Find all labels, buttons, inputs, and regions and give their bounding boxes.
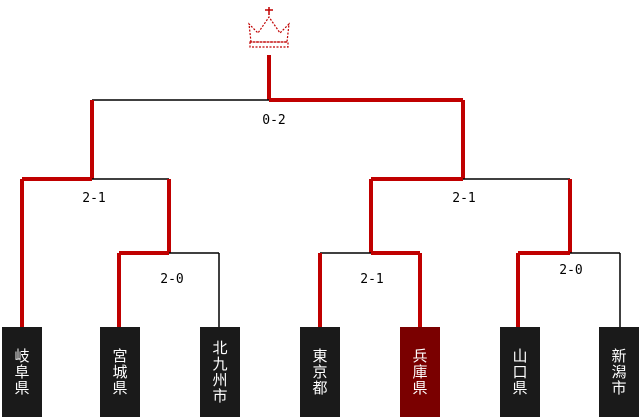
crown-icon (248, 7, 290, 48)
team-box-tokyo: 東京都 (300, 327, 340, 417)
team-label: 宮城県 (110, 348, 129, 396)
score-r1-right: 2-0 (559, 263, 582, 278)
score-semi-right: 2-1 (452, 191, 475, 206)
team-box-gifu: 岐阜県 (2, 327, 42, 417)
team-label: 東京都 (310, 348, 329, 396)
score-r1-left: 2-0 (160, 272, 183, 287)
match-semi-left-lines (20, 177, 171, 327)
match-final-lines (90, 55, 465, 179)
team-label: 兵庫県 (410, 348, 429, 396)
team-label: 新潟市 (609, 348, 628, 396)
match-r1-mid-lines (318, 251, 422, 327)
match-semi-right-lines (369, 177, 572, 253)
team-box-yamaguchi: 山口県 (500, 327, 540, 417)
team-label: 岐阜県 (12, 348, 31, 396)
team-box-kitakyushu: 北九州市 (200, 327, 240, 417)
team-box-miyagi: 宮城県 (100, 327, 140, 417)
score-semi-left: 2-1 (82, 191, 105, 206)
team-label: 山口県 (510, 348, 529, 396)
match-r1-left-lines (117, 251, 220, 327)
team-label: 北九州市 (210, 340, 229, 404)
score-final: 0-2 (262, 113, 285, 128)
team-box-hyogo-champion: 兵庫県 (400, 327, 440, 417)
score-r1-mid: 2-1 (360, 272, 383, 287)
match-r1-right-lines (516, 251, 621, 327)
team-box-niigata: 新潟市 (599, 327, 639, 417)
